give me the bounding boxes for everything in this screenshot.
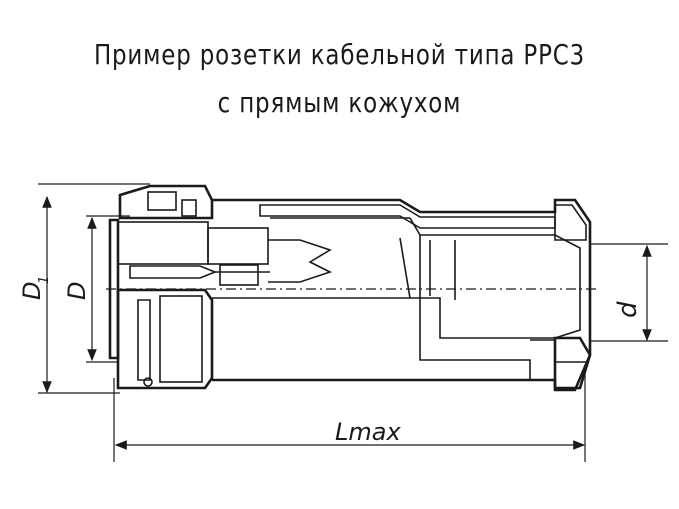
label-d: D: [63, 282, 91, 300]
rear-nut: [553, 336, 592, 390]
svg-text:1: 1: [37, 276, 52, 284]
body-line-3: [399, 237, 411, 299]
cable-clamp-lines: [268, 239, 333, 283]
label-d1: D 1: [18, 276, 52, 300]
nut-rivet: [143, 377, 153, 387]
label-small-d: d: [613, 301, 643, 318]
lower-body-step: [212, 297, 531, 380]
knurled-nut: [116, 288, 214, 390]
end-cap-hatch: [554, 204, 587, 241]
cable-bore: [419, 234, 581, 339]
svg-text:D: D: [18, 282, 46, 300]
contact-pin: [129, 265, 218, 279]
nut-groove: [137, 299, 151, 381]
coupling-nut-top: [118, 184, 214, 220]
insulator-block: [117, 221, 209, 265]
knurl-texture: [159, 295, 203, 383]
lower-body-step-2: [530, 339, 556, 380]
label-length: Lmax: [335, 418, 401, 446]
shroud-top-hatch: [259, 204, 556, 229]
body-line-2: [409, 217, 421, 236]
title-line-1: Пример розетки кабельной типа РРС3: [93, 38, 586, 71]
insulator-insert: [207, 227, 269, 265]
nut-hatch: [147, 191, 177, 211]
title-line-2: с прямым кожухом: [217, 86, 462, 119]
nut-screw: [181, 199, 197, 217]
contact-sleeve: [219, 264, 259, 286]
